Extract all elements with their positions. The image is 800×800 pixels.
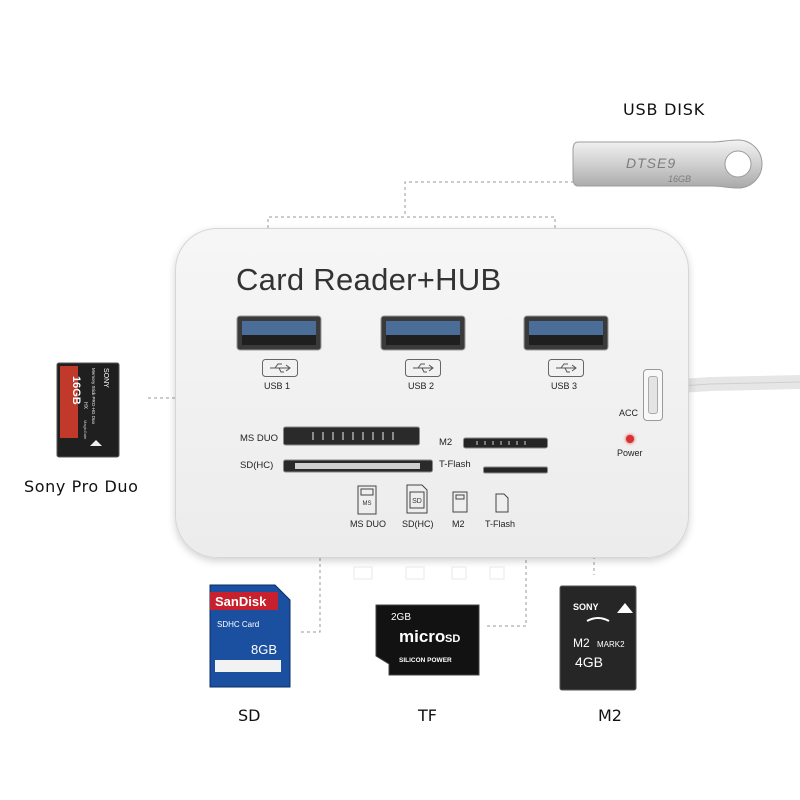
usb-disk-image: DTSE9 16GB [572, 139, 763, 189]
usb-disk-label: USB DISK [623, 100, 706, 119]
tflash-slot[interactable] [483, 461, 548, 474]
tf-card-logo-b: SD [445, 633, 460, 645]
m2-card-capacity: 4GB [575, 654, 603, 670]
acc-label: ACC [619, 408, 639, 418]
usb-port-3-label: USB 3 [551, 381, 578, 391]
usb-icon [262, 359, 298, 377]
pro-duo-mark: HX [82, 402, 88, 410]
tf-label: TF [418, 706, 437, 725]
svg-text:MS: MS [363, 501, 372, 507]
pro-duo-capacity: 16GB [70, 376, 82, 405]
tflash-icon-label: T-Flash [485, 519, 516, 529]
tflash-slot-label: T-Flash [439, 459, 471, 470]
power-led [626, 435, 634, 443]
tf-card-capacity: 2GB [391, 612, 411, 623]
ms-duo-slot[interactable] [283, 424, 420, 448]
pro-duo-sub: MagicGate [83, 420, 88, 440]
pro-duo-text: Memory Stick PRO-HG Duo [91, 368, 96, 425]
tf-card-image: 2GB micro SD SILICON POWER [375, 604, 480, 676]
sd-slot[interactable] [283, 458, 433, 474]
sd-card-type: SDHC Card [217, 620, 259, 629]
acc-switch[interactable] [643, 369, 663, 421]
m2-slot[interactable] [463, 436, 548, 449]
ms-duo-icon-label: MS DUO [350, 519, 386, 529]
hub-body [175, 228, 689, 558]
hub-reflection [353, 566, 505, 580]
tflash-card-icon [495, 493, 509, 513]
sd-card-capacity: 8GB [251, 642, 277, 657]
sd-card-icon: SD [405, 484, 429, 514]
tf-card-logo-a: micro [399, 627, 445, 646]
tf-card-brand: SILICON POWER [399, 657, 452, 664]
svg-text:SD: SD [412, 498, 422, 505]
usb-port-3[interactable] [523, 315, 609, 351]
usb-icon [405, 359, 441, 377]
m2-card-brand: SONY [573, 602, 599, 612]
usb-port-2[interactable] [380, 315, 466, 351]
pro-duo-label: Sony Pro Duo [24, 477, 139, 496]
usb-port-1[interactable] [236, 315, 322, 351]
m2-card-mark: MARK2 [597, 640, 625, 649]
power-label: Power [617, 448, 643, 458]
usb-icon [548, 359, 584, 377]
m2-card-type: M2 [573, 636, 590, 650]
m2-card-icon [452, 491, 468, 513]
usb-disk-brand: DTSE9 [626, 155, 676, 171]
usb-cable [670, 375, 800, 393]
m2-icon-label: M2 [452, 519, 465, 529]
sd-icon-label: SD(HC) [402, 519, 434, 529]
ms-duo-slot-label: MS DUO [240, 433, 278, 444]
usb-port-1-label: USB 1 [264, 381, 291, 391]
hub-title: Card Reader+HUB [236, 262, 502, 297]
sd-card-image: SanDisk SDHC Card 8GB [209, 584, 291, 688]
m2-label: M2 [598, 706, 622, 725]
pro-duo-brand: SONY [102, 368, 109, 388]
pro-duo-card-image: 16GB SONY Memory Stick PRO-HG Duo HX Mag… [56, 362, 120, 458]
usb-disk-capacity: 16GB [668, 174, 691, 184]
sd-slot-label: SD(HC) [240, 460, 274, 471]
m2-card-image: SONY M2 MARK2 4GB [559, 585, 637, 691]
usb-port-2-label: USB 2 [408, 381, 435, 391]
m2-slot-label: M2 [439, 437, 453, 448]
sd-card-brand: SanDisk [215, 594, 267, 609]
ms-duo-card-icon: MS [356, 485, 378, 515]
sd-label: SD [238, 706, 261, 725]
